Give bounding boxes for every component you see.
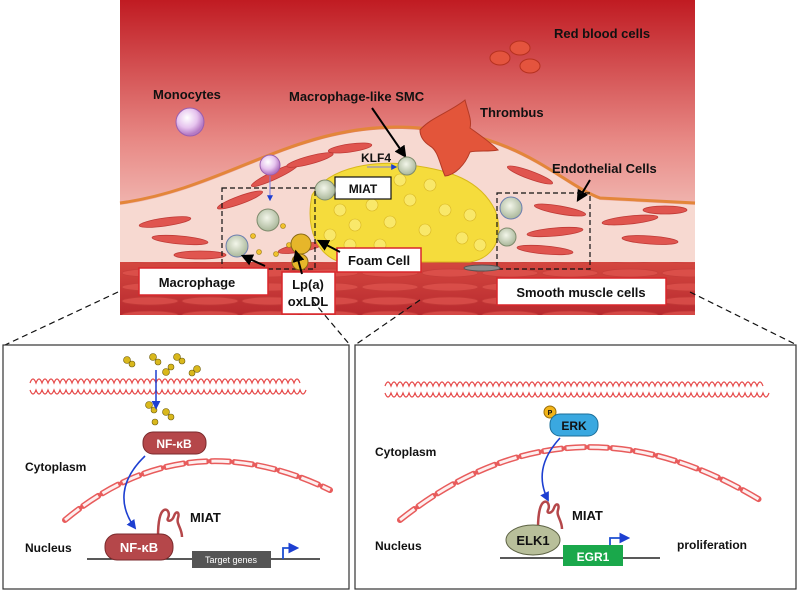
label-phospho: P — [548, 410, 553, 417]
arrow-foam-cell — [316, 239, 341, 253]
nfkb-cytoplasm — [142, 431, 207, 455]
target-genes-box — [192, 551, 271, 568]
label-nfkb-nucleus: NF-κB — [120, 540, 158, 555]
label-nucleus-left: Nucleus — [25, 541, 72, 555]
label-oxldl: oxLDL — [288, 294, 329, 309]
cell-membrane-right — [384, 381, 770, 398]
label-elk1: ELK1 — [516, 533, 549, 548]
promoter-arrow-right — [609, 532, 631, 545]
smc-label-box — [496, 277, 667, 306]
macrophage-icon — [256, 208, 280, 232]
foam-cell-icon-2 — [290, 233, 312, 255]
phospho-icon — [543, 405, 557, 419]
lipoprotein-particles-icon — [250, 223, 292, 257]
foam-cell-icon — [314, 179, 336, 201]
intima-line — [119, 125, 696, 205]
label-lpa: Lp(a) — [292, 277, 324, 292]
macrophage-like-smc-icon — [397, 156, 417, 176]
label-nucleus-right: Nucleus — [375, 539, 422, 553]
miat-rna-icon-left — [156, 508, 184, 538]
elk1-protein — [505, 524, 561, 556]
label-proliferation: proliferation — [677, 538, 747, 552]
promoter-arrow-left — [282, 542, 300, 559]
label-thrombus: Thrombus — [480, 105, 544, 120]
label-macrophage-like-smc: Macrophage-like SMC — [289, 89, 425, 104]
arrow-macrophage — [240, 254, 266, 267]
arrow-macrophage-like-smc — [371, 107, 407, 158]
label-klf4: KLF4 — [361, 151, 391, 165]
smc-macrophage-icon — [499, 196, 523, 220]
right-panel: P ERK Cytoplasm MIAT Nucleus ELK1 EGR1 p… — [354, 344, 797, 590]
monocyte-icon-small — [259, 154, 281, 176]
label-nfkb-cytoplasm: NF-κB — [156, 437, 192, 451]
migrating-smc-icon — [463, 264, 501, 272]
label-miat-left: MIAT — [190, 510, 221, 525]
erk-protein — [549, 413, 599, 437]
label-cytoplasm-left: Cytoplasm — [25, 460, 86, 474]
label-target-genes: Target genes — [205, 555, 258, 565]
red-blood-cells-icon — [489, 40, 541, 74]
label-monocytes: Monocytes — [153, 87, 221, 102]
label-egr1: EGR1 — [577, 550, 610, 564]
arrow-endothelial-cells — [576, 179, 591, 203]
artery-scene: Red blood cells Monocytes Thrombus Macro… — [119, 0, 696, 315]
label-macrophage: Macrophage — [159, 275, 236, 290]
egr1-gene — [563, 545, 623, 566]
lpa-label-box — [281, 271, 336, 315]
label-erk: ERK — [561, 419, 587, 433]
zoom-connectors — [4, 291, 798, 346]
thrombus-icon — [419, 99, 500, 177]
label-miat-right: MIAT — [572, 508, 603, 523]
label-foam-cell: Foam Cell — [348, 253, 410, 268]
macrophage-label-box — [138, 267, 269, 296]
arrow-erk-translocation — [540, 437, 561, 502]
arrow-nfkb-translocation — [123, 455, 146, 530]
nuclear-envelope-left-inner — [64, 459, 331, 522]
miat-rna-icon-right — [536, 500, 564, 530]
monocyte-icon — [175, 107, 205, 137]
macrophage-icon-2 — [225, 234, 249, 258]
cell-membrane-left — [29, 378, 307, 395]
label-miat-top: MIAT — [349, 182, 378, 196]
label-smooth-muscle-cells: Smooth muscle cells — [516, 285, 645, 300]
label-endothelial-cells: Endothelial Cells — [552, 161, 657, 176]
arrow-lpa — [292, 249, 305, 275]
smc-macrophage-icon-2 — [497, 227, 517, 247]
nfkb-nucleus — [104, 533, 174, 561]
label-cytoplasm-right: Cytoplasm — [375, 445, 436, 459]
nuclear-envelope-right-inner — [399, 445, 761, 522]
dashed-region-right — [496, 192, 591, 270]
left-panel: NF-κB Cytoplasm MIAT Nucleus NF-κB Targe… — [2, 344, 350, 590]
foam-cell-label-box — [336, 247, 422, 273]
label-red-blood-cells: Red blood cells — [554, 26, 650, 41]
